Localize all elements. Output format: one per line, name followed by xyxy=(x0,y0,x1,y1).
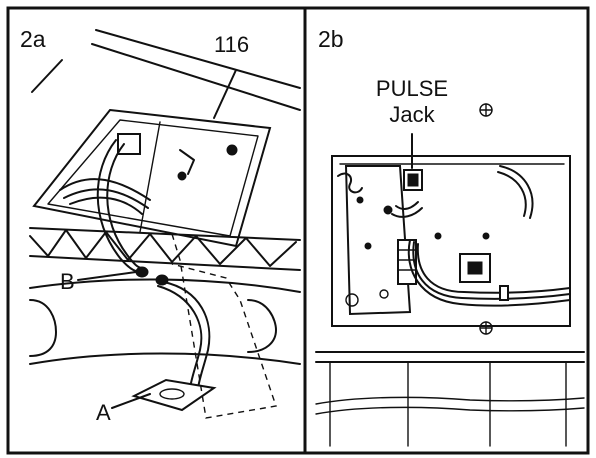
panel-2a-label: 2a xyxy=(20,26,46,52)
lattice-bottom xyxy=(30,256,300,270)
callout-a-leader xyxy=(112,394,150,408)
ceiling-edge-line xyxy=(96,30,300,88)
lattice-band xyxy=(30,228,300,270)
panel-2a: 2a 116 B A xyxy=(8,8,305,453)
plate-screw xyxy=(227,145,237,155)
board-dot-2 xyxy=(483,233,489,239)
cable-to-bracket-2 xyxy=(158,286,201,388)
small-switch xyxy=(500,286,508,300)
pulse-jack-port xyxy=(408,174,418,186)
part-116-leader xyxy=(214,70,236,118)
modular-jack-port xyxy=(468,262,482,274)
rail-end-cap xyxy=(30,300,56,356)
lower-frame xyxy=(316,352,584,446)
board-dot xyxy=(435,233,441,239)
frame-rail xyxy=(316,397,584,404)
lattice-zigzag xyxy=(30,230,296,266)
plate-screw-2 xyxy=(178,172,186,180)
wall-jack xyxy=(118,134,140,154)
pulse-jack-label-line2: Jack xyxy=(389,102,435,127)
board-hole xyxy=(357,197,363,203)
callout-b-label: B xyxy=(60,269,75,294)
cable-connector xyxy=(136,267,148,277)
part-116-label: 116 xyxy=(214,32,249,57)
board-component-2 xyxy=(365,243,371,249)
panel-2b-label: 2b xyxy=(318,26,344,52)
panel-2b: 2b PULSE Jack xyxy=(305,8,588,453)
pulse-jack-label-line1: PULSE xyxy=(376,76,448,101)
ceiling-edge-line-2 xyxy=(92,44,300,110)
rail-right-curve xyxy=(248,300,276,352)
callout-a-label: A xyxy=(96,400,111,425)
cable-to-bracket xyxy=(164,282,209,388)
board-component xyxy=(384,206,392,214)
frame-rail-2 xyxy=(316,407,584,414)
corner-line xyxy=(32,60,62,92)
